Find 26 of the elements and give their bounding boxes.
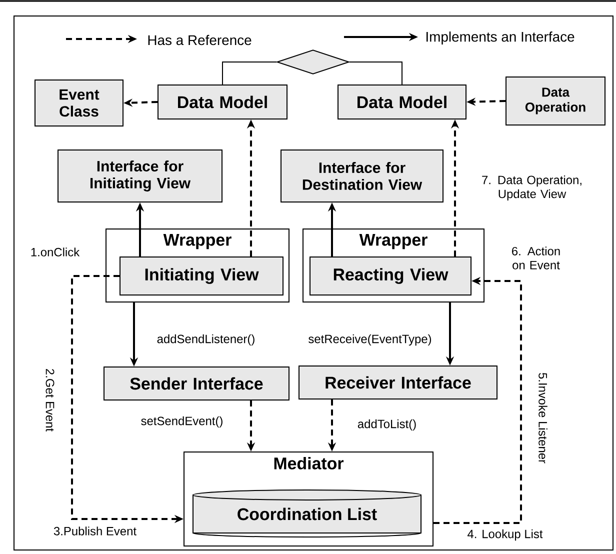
edge-label: 2.Get Event [46, 369, 54, 432]
edge-label: addToList() [358, 419, 416, 431]
class-box: Sender Interface [104, 366, 290, 400]
class-box: Interface for Destination View [280, 150, 444, 202]
list-cylinder: Coordination List [192, 490, 422, 538]
class-box: Reacting View [310, 256, 472, 296]
class-box: Data Model [338, 84, 466, 120]
edge-label: 5.Invoke Listener [538, 372, 548, 464]
step-label: 3.Publish Event [54, 526, 136, 536]
edge-label: setSendEvent() [141, 416, 222, 428]
connector-line [349, 62, 402, 85]
class-box: Data Model [158, 84, 288, 120]
legend-text: Has a Reference [148, 34, 252, 46]
class-box: Interface for Initiating View [58, 150, 222, 202]
edge-label: setReceive(EventType) [308, 334, 432, 346]
step-label: 1.onClick [31, 248, 80, 256]
edge-label: addSendListener() [157, 334, 254, 346]
step-label: 4. Lookup List [468, 529, 543, 541]
class-box: Event Class [34, 80, 124, 126]
connector-line [222, 62, 277, 85]
class-box: Initiating View [120, 256, 284, 296]
step-label: 6. Action on Event [512, 246, 560, 270]
class-box: Receiver Interface [298, 366, 498, 400]
legend-text: Implements an Interface [426, 32, 574, 44]
edge-label: 7. Data Operation, Update View [482, 175, 582, 201]
class-box: Data Operation [506, 76, 606, 126]
